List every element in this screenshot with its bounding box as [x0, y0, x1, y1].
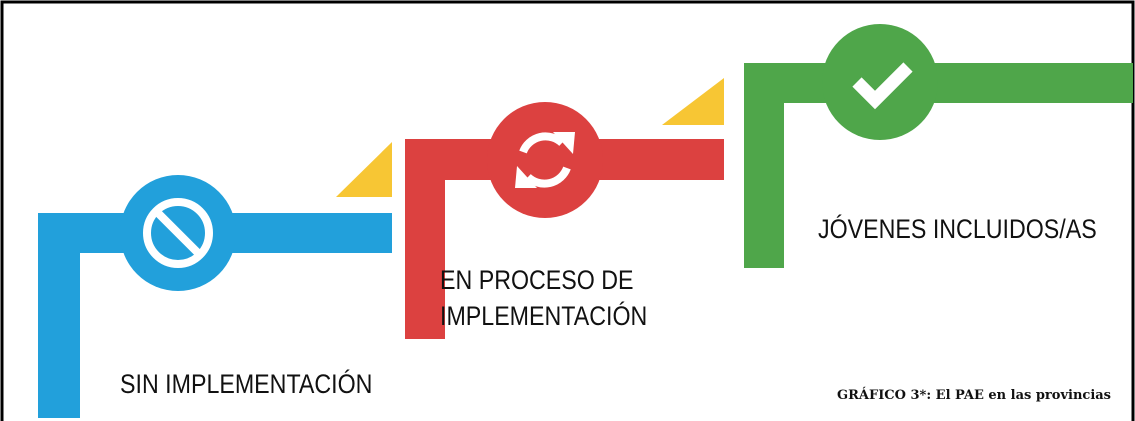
stage-3-vertical-bar	[744, 63, 784, 268]
stage-2-label-line-1: EN PROCESO DE	[440, 265, 634, 295]
stage-sin-implementacion	[38, 142, 392, 418]
stage-1-vertical-bar	[38, 213, 80, 418]
stage-2-label: EN PROCESO DE IMPLEMENTACIÓN	[440, 262, 715, 334]
stage-3-label: JÓVENES INCLUIDOS/AS	[818, 211, 1097, 247]
stage-1-label-line-1: SIN IMPLEMENTACIÓN	[120, 369, 373, 399]
stage-3-label-line-1: JÓVENES INCLUIDOS/AS	[818, 214, 1097, 244]
stage-2-badge	[487, 102, 603, 218]
refresh-icon	[515, 132, 575, 188]
stage-1-label: SIN IMPLEMENTACIÓN	[120, 366, 372, 402]
stage-3-top-bar	[744, 63, 1133, 103]
stage-3-badge	[822, 24, 938, 140]
stage-2-label-line-2: IMPLEMENTACIÓN	[440, 301, 648, 331]
stage-1-accent-triangle	[336, 142, 392, 197]
stage-2-vertical-bar	[405, 139, 445, 339]
stage-2-accent-triangle	[662, 78, 724, 125]
prohibited-icon	[143, 198, 213, 268]
stage-en-proceso	[405, 78, 724, 339]
stage-jovenes-incluidos	[744, 24, 1133, 268]
checkmark-icon	[852, 62, 913, 110]
figure-caption: GRÁFICO 3*: El PAE en las provincias	[837, 388, 1111, 403]
